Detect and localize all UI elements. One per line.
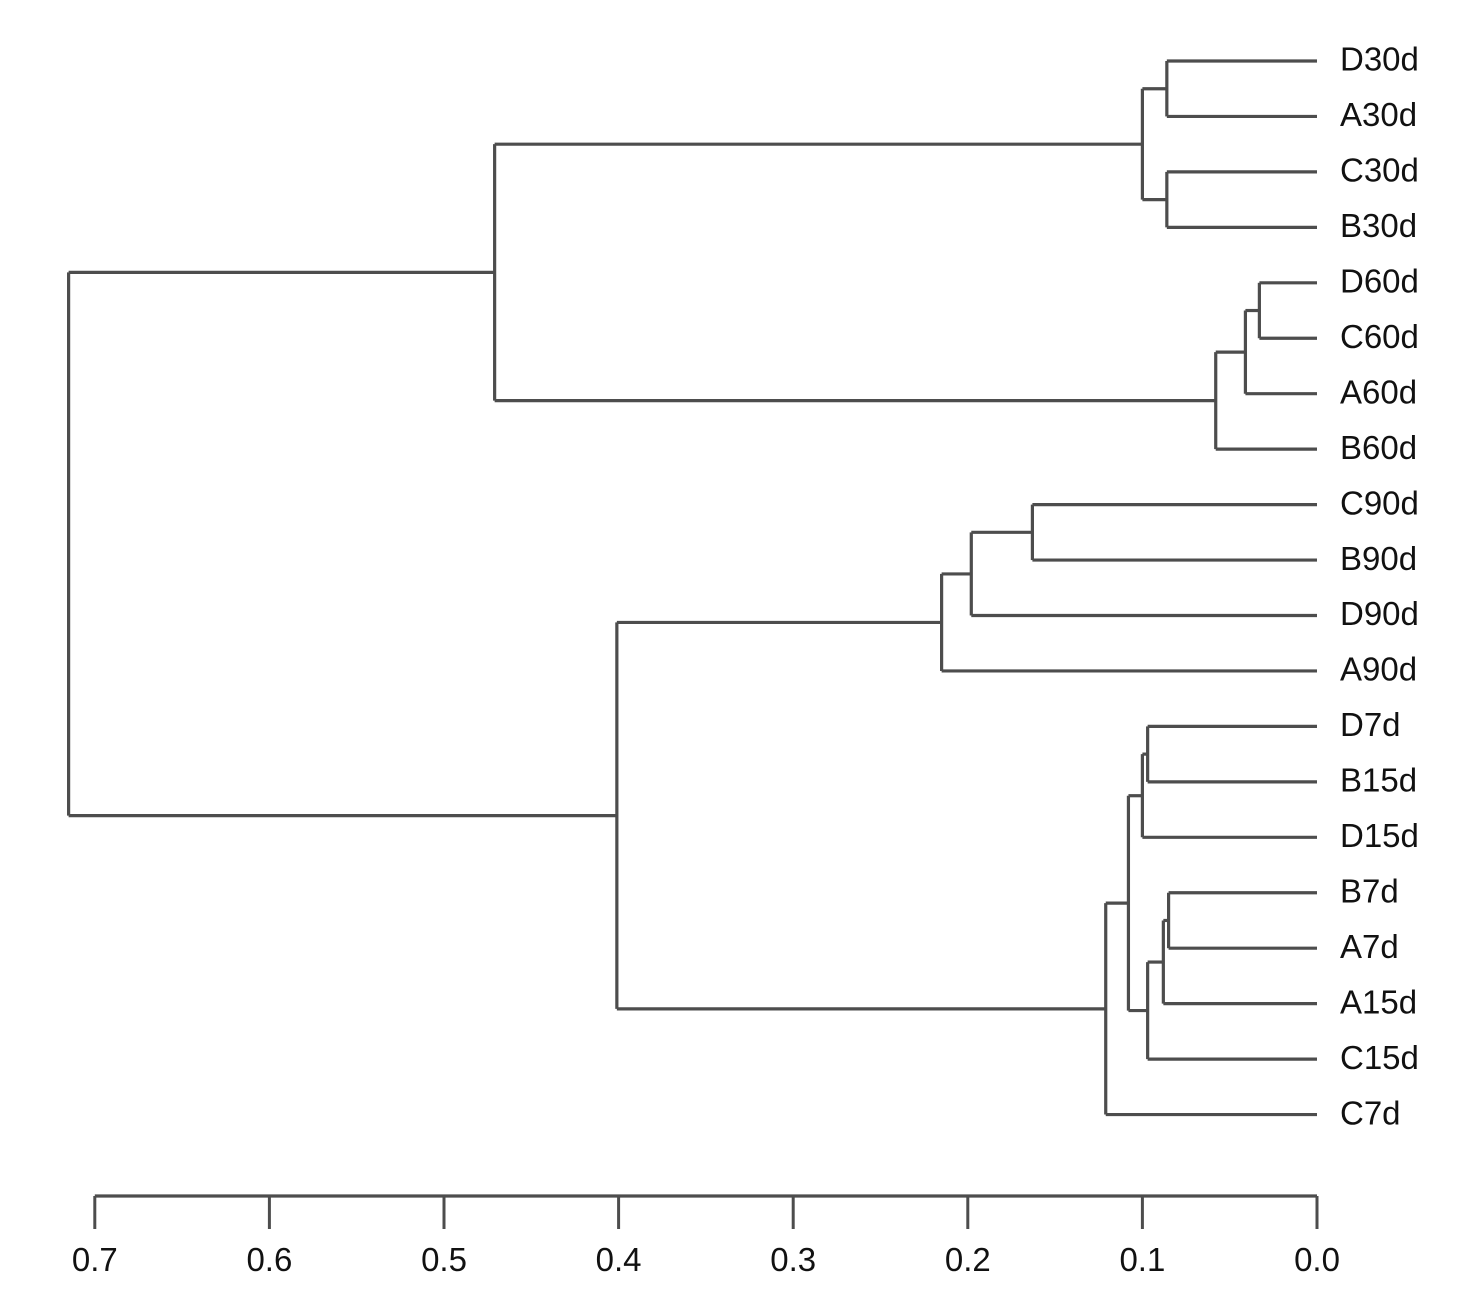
leaf-label-B90d: B90d (1340, 540, 1417, 577)
leaf-label-C7d: C7d (1340, 1094, 1401, 1131)
dendrogram-branches (67, 59, 1317, 1117)
leaf-label-A90d: A90d (1340, 651, 1417, 688)
dendrogram-leaf-labels: D30dA30dC30dB30dD60dC60dA60dB60dC90dB90d… (1340, 41, 1419, 1132)
axis-tick-label-0: 0.7 (72, 1241, 118, 1278)
axis-tick-label-6: 0.1 (1119, 1241, 1165, 1278)
leaf-label-A30d: A30d (1340, 96, 1417, 133)
leaf-label-C15d: C15d (1340, 1039, 1419, 1076)
axis-tick-label-3: 0.4 (596, 1241, 642, 1278)
leaf-label-B30d: B30d (1340, 207, 1417, 244)
leaf-label-C60d: C60d (1340, 318, 1419, 355)
leaf-label-D30d: D30d (1340, 41, 1419, 78)
leaf-label-A60d: A60d (1340, 373, 1417, 410)
leaf-label-D15d: D15d (1340, 817, 1419, 854)
axis-tick-label-2: 0.5 (421, 1241, 467, 1278)
leaf-label-D7d: D7d (1340, 706, 1401, 743)
leaf-label-D90d: D90d (1340, 595, 1419, 632)
distance-axis-tick-labels: 0.7 0.6 0.5 0.4 0.3 0.2 0.1 0.0 (72, 1241, 1340, 1278)
leaf-label-B15d: B15d (1340, 762, 1417, 799)
leaf-label-A15d: A15d (1340, 983, 1417, 1020)
axis-tick-label-5: 0.2 (945, 1241, 991, 1278)
leaf-label-C30d: C30d (1340, 152, 1419, 189)
leaf-label-A7d: A7d (1340, 928, 1399, 965)
leaf-label-B60d: B60d (1340, 429, 1417, 466)
leaf-label-B7d: B7d (1340, 872, 1399, 909)
axis-tick-label-4: 0.3 (770, 1241, 816, 1278)
leaf-label-C90d: C90d (1340, 484, 1419, 521)
axis-tick-label-1: 0.6 (246, 1241, 292, 1278)
distance-axis (93, 1194, 1319, 1229)
leaf-label-D60d: D60d (1340, 263, 1419, 300)
axis-tick-label-7: 0.0 (1294, 1241, 1340, 1278)
